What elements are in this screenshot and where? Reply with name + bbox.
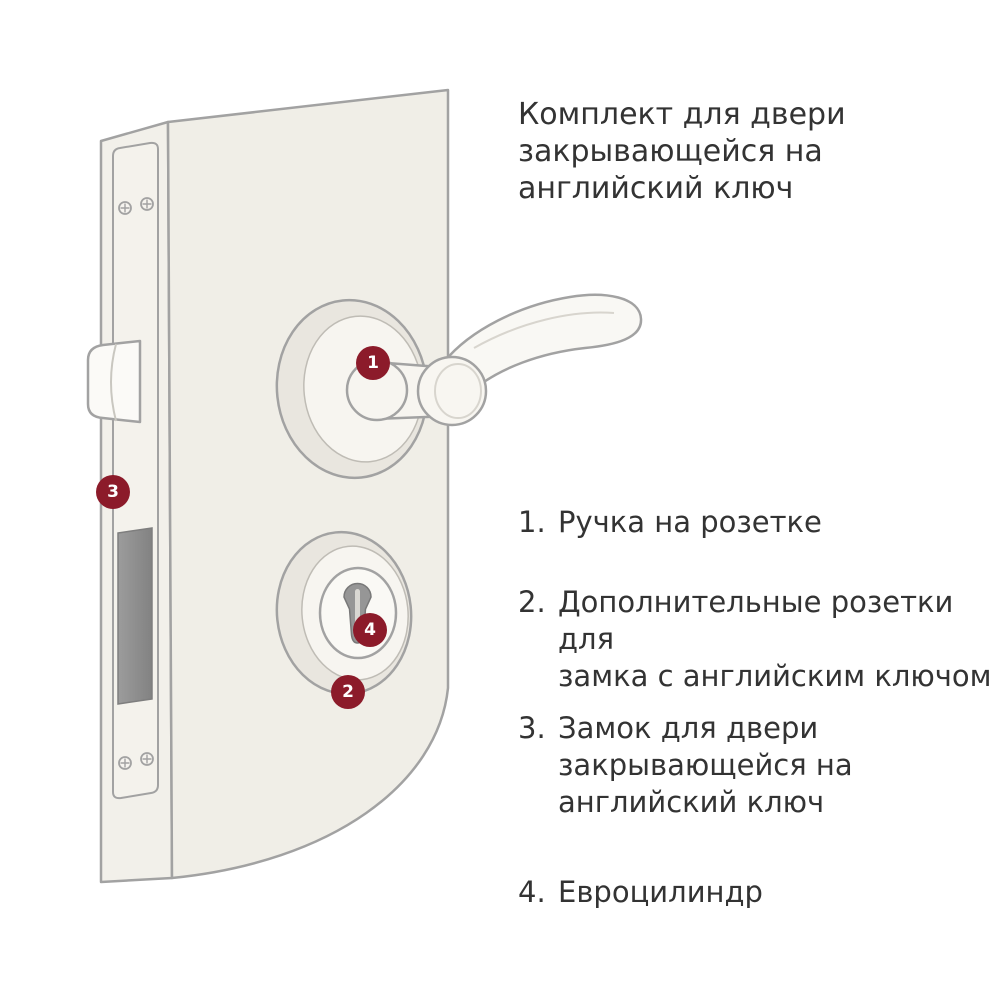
legend-item-4: 4. Евроцилиндр [518, 874, 763, 911]
legend-item-3-number: 3. [518, 711, 546, 745]
marker-3-lock: 3 [96, 475, 130, 509]
legend-item-3-text: Замок для двери закрывающейся на английс… [558, 711, 853, 819]
mortise-lock-body [117, 527, 153, 705]
legend-item-1: 1. Ручка на розетке [518, 504, 822, 541]
legend-item-4-number: 4. [518, 875, 546, 909]
door-handle [345, 293, 643, 427]
legend-item-2-number: 2. [518, 585, 546, 619]
marker-1-handle: 1 [356, 346, 390, 380]
legend-item-2-text: Дополнительные розетки для замка с англи… [558, 585, 992, 693]
marker-2-rosette: 2 [331, 675, 365, 709]
door-front-face [166, 88, 450, 880]
marker-4-cylinder: 4 [353, 613, 387, 647]
legend-item-3: 3. Замок для двери закрывающейся на англ… [518, 710, 853, 821]
latch-bolt [86, 339, 142, 424]
legend-item-2: 2. Дополнительные розетки для замка с ан… [518, 584, 1000, 695]
legend-item-1-number: 1. [518, 505, 546, 539]
legend-item-1-text: Ручка на розетке [558, 505, 822, 539]
lock-faceplate [112, 141, 159, 800]
diagram-title: Комплект для двери закрывающейся на англ… [518, 97, 846, 206]
screw-icon [118, 197, 154, 770]
legend-item-4-text: Евроцилиндр [558, 875, 763, 909]
